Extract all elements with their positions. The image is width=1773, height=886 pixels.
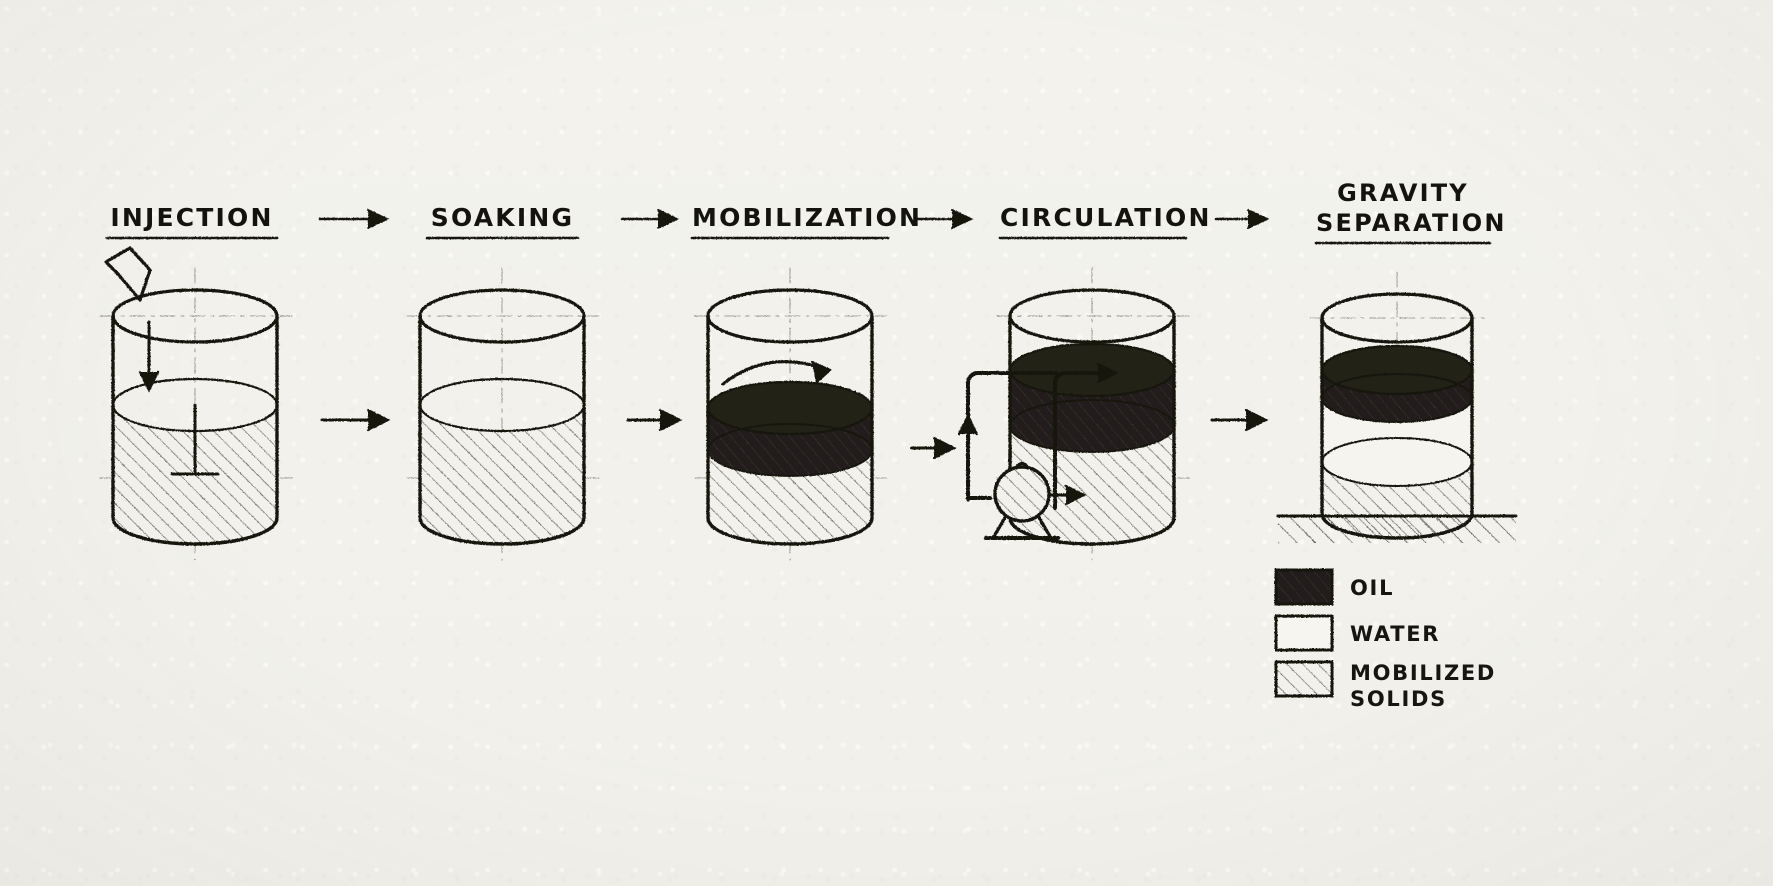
legend-label-solids-line1: MOBILIZED — [1350, 661, 1497, 685]
stage-label-circulation: CIRCULATION — [1000, 203, 1212, 232]
stage-label-injection: INJECTION — [110, 203, 274, 232]
header-arrows — [318, 209, 1270, 229]
header-arrow-1 — [318, 209, 390, 229]
tank-injection — [99, 246, 293, 561]
injection-nozzle — [104, 246, 152, 302]
flow-arrows — [320, 408, 1269, 460]
ground-line — [1276, 514, 1518, 543]
legend-swatch-water — [1274, 614, 1334, 652]
legend-label-mobilized-solids: MOBILIZED SOLIDS — [1350, 660, 1496, 712]
flow-arrow-3-4 — [910, 436, 957, 460]
header-arrow-2 — [620, 209, 680, 229]
flow-arrow-2-3 — [626, 408, 683, 432]
legend-label-solids-line2: SOLIDS — [1350, 687, 1447, 711]
header-arrow-3 — [914, 209, 974, 229]
legend-label-oil: OIL — [1350, 576, 1395, 600]
tank-gravity-separation — [1276, 271, 1518, 543]
stage-label-gravity-line2: SEPARATION — [1316, 209, 1507, 237]
legend-swatch-oil — [1274, 568, 1334, 606]
legend-label-water: WATER — [1350, 622, 1441, 646]
stage-label-gravity-separation: GRAVITY SEPARATION — [1316, 178, 1507, 238]
stage-label-soaking: SOAKING — [430, 203, 575, 232]
flow-arrow-1-2 — [320, 408, 391, 432]
flow-arrow-4-5 — [1210, 408, 1269, 432]
tank-mobilization — [694, 267, 888, 561]
injection-flow-arrow — [138, 320, 160, 393]
tank-soaking — [406, 267, 600, 561]
circulation-pump — [984, 461, 1060, 540]
circulation-up-arrow — [957, 413, 979, 502]
mobilization-stir-arrow — [721, 360, 832, 386]
label-underlines — [105, 236, 1492, 245]
circulation-inlet-arrow — [1063, 362, 1119, 384]
legend-swatches — [1274, 568, 1334, 698]
stage-label-gravity-line1: GRAVITY — [1337, 179, 1469, 207]
stage-label-mobilization: MOBILIZATION — [692, 203, 923, 232]
legend-swatch-mobilized-solids — [1274, 660, 1334, 698]
header-arrow-4 — [1214, 209, 1270, 229]
tank-circulation — [957, 267, 1190, 561]
